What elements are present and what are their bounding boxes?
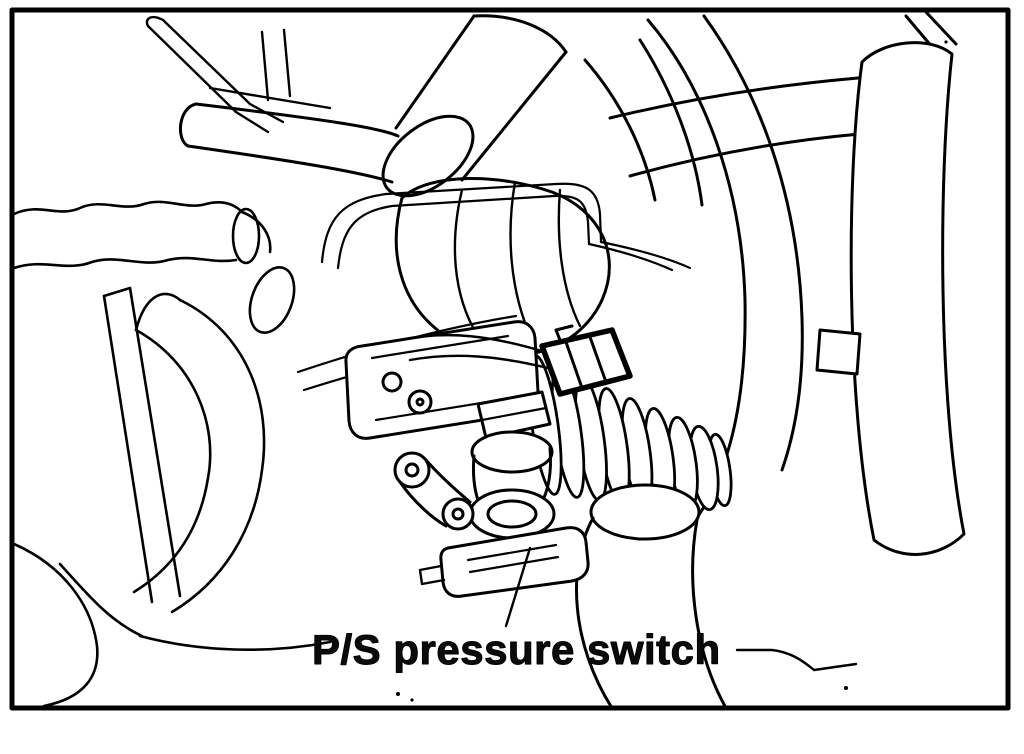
- engine-block: [608, 10, 958, 524]
- linkage: [393, 451, 475, 531]
- ps-pressure-switch-label: P/S pressure switch: [312, 626, 721, 673]
- scan-specks: [396, 40, 948, 702]
- left-hoses: [12, 200, 332, 708]
- connector: [398, 324, 633, 397]
- mounting-bracket: [418, 526, 590, 598]
- leader-line: [504, 546, 858, 672]
- chassis-rails: [145, 15, 400, 184]
- steering-pipe-loop: [320, 182, 692, 272]
- bellows-boot: [527, 354, 733, 512]
- illustration-frame-border: [9, 7, 1011, 711]
- pressure-switch-body: [468, 390, 556, 540]
- right-cylinder: [815, 41, 966, 556]
- lower-hose: [575, 483, 728, 710]
- intake-duct: [381, 14, 704, 207]
